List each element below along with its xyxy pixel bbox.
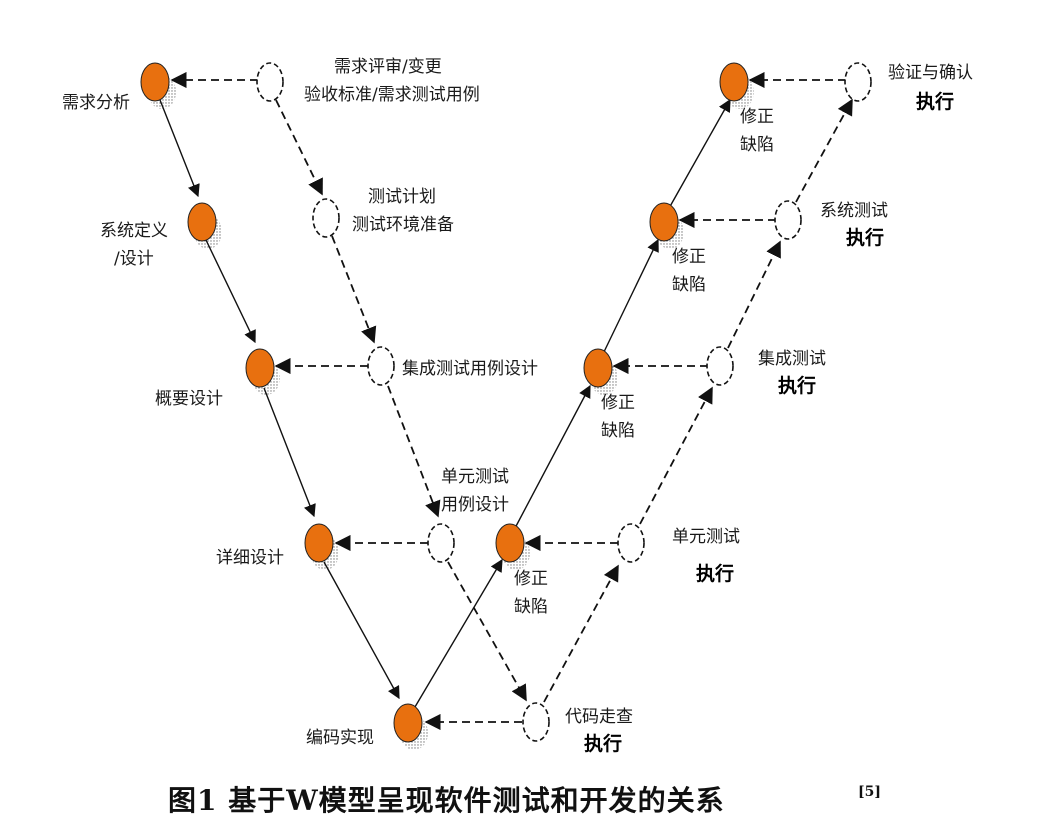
node-fix-system [649,202,679,242]
node-coding [393,703,423,743]
label-sys-design-2: /设计 [114,249,154,269]
label-test-plan-2: 测试环境准备 [352,215,454,235]
label-fix-system-1: 修正 [672,247,706,267]
label-system-test-execute: 执行 [846,226,884,249]
node-system-test [774,200,802,240]
node-outline-design [245,348,275,388]
figure-caption-reference: [5] [858,784,881,800]
label-system-test: 系统测试 [820,201,888,221]
label-code-walk: 代码走查 [565,707,633,727]
label-fix-acceptance-2: 缺陷 [740,135,774,155]
label-fix-acceptance-1: 修正 [740,107,774,127]
node-acceptance [844,62,872,102]
label-sys-design-1: 系统定义 [100,221,168,241]
label-integration-test-execute: 执行 [778,374,816,397]
node-req-analysis [140,62,170,102]
node-code-walk [522,702,550,742]
node-integration-case [367,346,395,386]
label-fix-system-2: 缺陷 [672,275,706,295]
test-flow-lines [170,71,853,731]
label-fix-integration-2: 缺陷 [601,421,635,441]
node-fix-acceptance [719,62,749,102]
label-unit-case-1: 单元测试 [441,467,509,487]
node-unit-case [427,523,455,563]
node-req-review [256,62,284,102]
label-req-review-2: 验收标准/需求测试用例 [304,85,480,105]
label-integration-case: 集成测试用例设计 [402,359,538,379]
label-unit-test-execute: 执行 [696,562,734,585]
label-outline-design: 概要设计 [155,389,223,409]
node-unit-test [617,523,645,563]
label-fix-integration-1: 修正 [601,393,635,413]
label-unit-test: 单元测试 [672,527,740,547]
label-fix-unit-2: 缺陷 [514,597,548,617]
node-fix-integration [583,348,613,388]
label-acceptance-execute: 执行 [916,90,954,113]
figure-caption: 图1 基于W模型呈现软件测试和开发的关系 [168,784,725,817]
label-detail-design: 详细设计 [216,548,284,568]
dev-flow-lines [159,98,731,713]
label-unit-case-2: 用例设计 [441,495,509,515]
label-code-walk-execute: 执行 [584,732,622,755]
label-fix-unit-1: 修正 [514,569,548,589]
label-test-plan-1: 测试计划 [368,187,436,207]
node-integration-test [706,346,734,386]
node-shadows [148,75,754,750]
label-acceptance: 验证与确认 [888,63,973,83]
label-req-review-1: 需求评审/变更 [334,57,442,77]
label-req-analysis: 需求分析 [62,93,130,113]
node-fix-unit [495,523,525,563]
node-sys-design [187,202,217,242]
label-integration-test: 集成测试 [758,349,826,369]
label-coding: 编码实现 [306,728,374,748]
node-detail-design [304,523,334,563]
node-test-plan [312,198,340,238]
